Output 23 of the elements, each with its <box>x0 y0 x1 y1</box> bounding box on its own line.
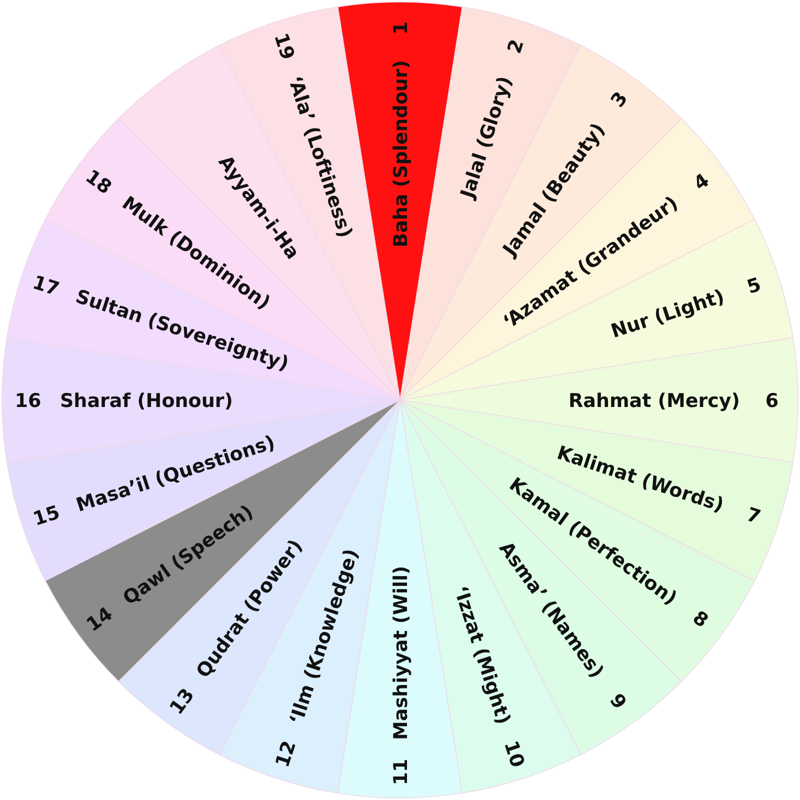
month-number: 15 <box>30 501 62 530</box>
month-number: 8 <box>688 606 712 632</box>
month-number: 7 <box>744 503 764 528</box>
month-number: 16 <box>14 390 42 412</box>
month-name: Rahmat (Mercy) <box>568 390 740 412</box>
month-number: 18 <box>81 165 116 199</box>
month-name: Mashiyyat (Will) <box>390 566 412 740</box>
month-number: 2 <box>503 36 528 56</box>
month-number: 13 <box>165 684 199 719</box>
month-number: 3 <box>606 88 632 112</box>
month-number: 11 <box>390 758 412 786</box>
month-number: 17 <box>30 271 62 301</box>
month-number: 1 <box>390 21 412 35</box>
month-number: 12 <box>271 738 301 770</box>
month-number: 10 <box>499 738 529 770</box>
month-name: Sharaf (Honour) <box>60 390 233 412</box>
month-number: 5 <box>744 274 764 298</box>
month-number: 4 <box>690 169 714 195</box>
month-number: 9 <box>605 690 631 714</box>
month-number: 19 <box>270 30 299 62</box>
month-number: 14 <box>82 602 117 636</box>
month-name: Baha (Splendour) <box>390 60 412 248</box>
month-number: 6 <box>765 390 779 412</box>
